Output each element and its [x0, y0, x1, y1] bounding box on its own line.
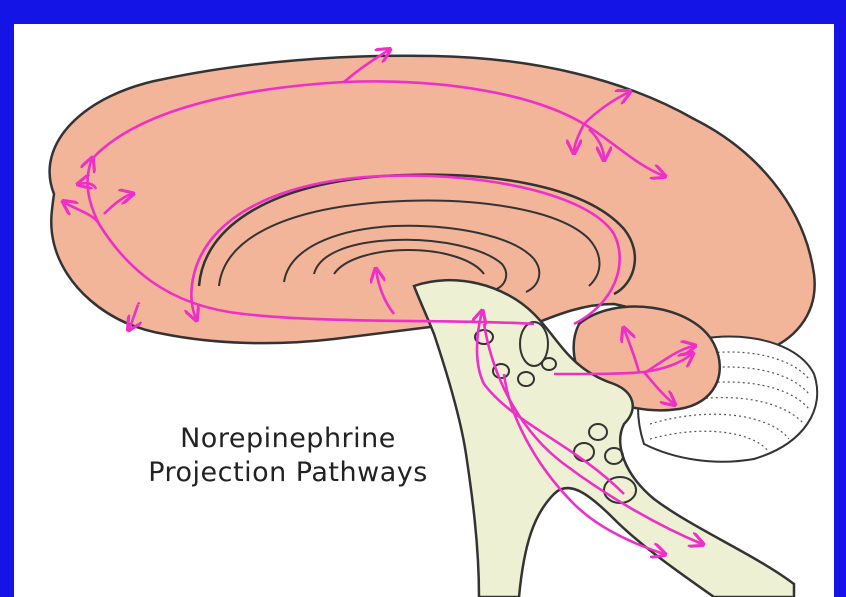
- diagram-frame: Norepinephrine Projection Pathways: [14, 24, 834, 597]
- title-line-1: Norepinephrine: [78, 422, 498, 456]
- diagram-title: Norepinephrine Projection Pathways: [78, 422, 498, 490]
- title-line-2: Projection Pathways: [78, 456, 498, 490]
- brain-diagram: [14, 24, 834, 597]
